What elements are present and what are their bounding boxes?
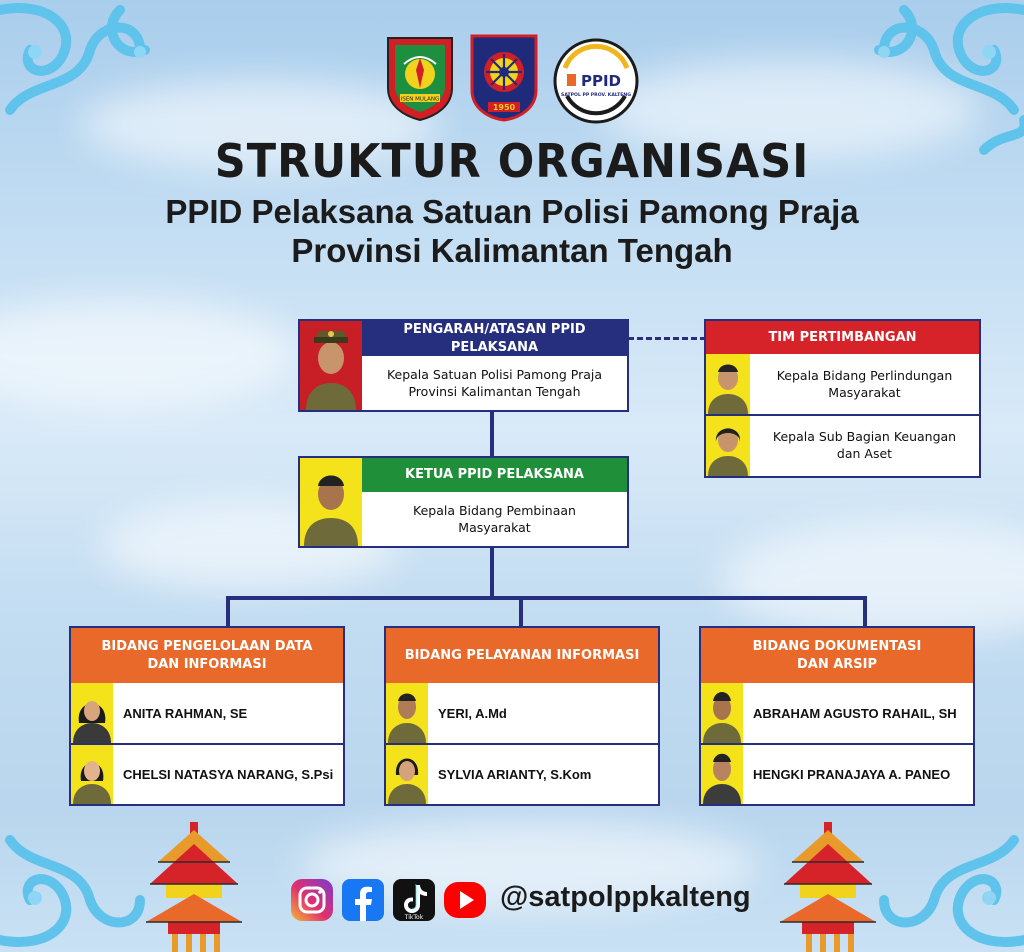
tim-member2-line1: Kepala Sub Bagian Keuangan: [772, 429, 957, 444]
connector-bidang-3: [863, 596, 867, 628]
kalteng-province-emblem: ISEN MULANG: [387, 37, 453, 122]
member-photo: [71, 683, 113, 743]
connector-bidang-2: [519, 596, 523, 628]
ketua-photo: [300, 458, 362, 546]
member-row: HENGKI PRANAJAYA A. PANEO: [701, 745, 973, 804]
officer-portrait-icon: [388, 693, 426, 743]
officer-portrait-icon: [703, 753, 741, 804]
member-photo: [386, 683, 428, 743]
pengarah-photo: [300, 321, 362, 410]
betang-tower-left: [146, 822, 242, 952]
pengarah-description-line2: Provinsi Kalimantan Tengah: [408, 384, 581, 399]
bidang-header-line1: BIDANG PENGELOLAAN DATA: [101, 638, 313, 654]
tiktok-icon[interactable]: TikTok: [392, 878, 436, 922]
member-photo: [701, 745, 743, 804]
tim-member-description: Kepala Sub Bagian Keuangan dan Aset: [750, 416, 979, 474]
bidang-header: BIDANG PENGELOLAAN DATA DAN INFORMASI: [71, 628, 343, 683]
bidang-header: BIDANG DOKUMENTASI DAN ARSIP: [701, 628, 973, 683]
dayak-ornament-top-right: [874, 3, 1024, 155]
tim-member-description: Kepala Bidang Perlindungan Masyarakat: [750, 354, 979, 414]
member-name: HENGKI PRANAJAYA A. PANEO: [753, 767, 951, 782]
member-row: CHELSI NATASYA NARANG, S.Psi: [71, 745, 343, 804]
member-photo: [71, 745, 113, 804]
tim-member-row: Kepala Bidang Perlindungan Masyarakat: [706, 354, 979, 416]
officer-portrait-icon: [73, 761, 111, 804]
tim-member-photo: [706, 354, 750, 414]
tim-member1-line2: Masyarakat: [828, 385, 901, 400]
emblem-banner-text: ISEN MULANG: [401, 97, 440, 103]
social-handle[interactable]: @satpolppkalteng: [500, 881, 751, 913]
officer-portrait-icon: [708, 428, 748, 476]
officer-portrait-icon: [304, 475, 358, 546]
cloud: [600, 60, 980, 160]
member-row: ANITA RAHMAN, SE: [71, 683, 343, 745]
tim-member2-line2: dan Aset: [836, 446, 893, 461]
bidang-header-line1: BIDANG DOKUMENTASI: [752, 638, 922, 654]
cloud: [0, 300, 300, 410]
ketua-description-line1: Kepala Bidang Pembinaan: [413, 503, 576, 518]
bidang-box-2: BIDANG PELAYANAN INFORMASI YERI, A.Md: [384, 626, 660, 806]
ppid-logo-subtext: SATPOL PP PROV. KALTENG: [561, 92, 631, 98]
member-row: YERI, A.Md: [386, 683, 658, 745]
betang-tower-right: [780, 822, 876, 952]
member-name: ANITA RAHMAN, SE: [123, 705, 248, 721]
officer-portrait-icon: [73, 701, 111, 743]
tim-member-row: Kepala Sub Bagian Keuangan dan Aset: [706, 416, 979, 476]
bidang-box-1: BIDANG PENGELOLAAN DATA DAN INFORMASI AN…: [69, 626, 345, 806]
cloud: [80, 80, 440, 170]
page-subtitle-line1: PPID Pelaksana Satuan Polisi Pamong Praj…: [165, 193, 859, 230]
member-row: ABRAHAM AGUSTO RAHAIL, SH: [701, 683, 973, 745]
tim-pertimbangan-header: TIM PERTIMBANGAN: [706, 321, 979, 354]
satpol-pp-emblem: 1950: [470, 34, 538, 122]
member-photo: [386, 745, 428, 804]
officer-portrait-icon: [703, 692, 741, 743]
bidang-header-line2: DAN INFORMASI: [147, 656, 267, 672]
officer-portrait-icon: [708, 364, 748, 414]
member-name: SYLVIA ARIANTY, S.Kom: [438, 767, 592, 782]
page-subtitle-line2: Provinsi Kalimantan Tengah: [291, 232, 733, 269]
pengarah-box: PENGARAH/ATASAN PPID PELAKSANA Kepala Sa…: [298, 319, 629, 412]
connector-ketua-bidang: [490, 546, 494, 598]
tim-pertimbangan-box: TIM PERTIMBANGAN Kepala Bidang Perlindun…: [704, 319, 981, 478]
connector-bidang-1: [226, 596, 230, 628]
member-name: CHELSI NATASYA NARANG, S.Psi: [123, 767, 334, 782]
bidang-box-3: BIDANG DOKUMENTASI DAN ARSIP ABRAHAM AGU…: [699, 626, 975, 806]
tim-member1-line1: Kepala Bidang Perlindungan: [776, 368, 953, 383]
ketua-box: KETUA PPID PELAKSANA Kepala Bidang Pembi…: [298, 456, 629, 548]
connector-tim-pertimbangan-dashed: [628, 337, 706, 340]
bidang-header-line2: DAN ARSIP: [796, 656, 878, 672]
member-row: SYLVIA ARIANTY, S.Kom: [386, 745, 658, 804]
connector-pengarah-ketua: [490, 410, 494, 458]
member-name: ABRAHAM AGUSTO RAHAIL, SH: [753, 705, 957, 721]
tiktok-label: TikTok: [404, 914, 424, 921]
officer-portrait-icon: [388, 758, 426, 804]
pengarah-description: Kepala Satuan Polisi Pamong Praja Provin…: [362, 356, 627, 410]
satpol-year-text: 1950: [493, 103, 516, 112]
member-name: YERI, A.Md: [438, 705, 507, 721]
dayak-ornament-bottom-left: [0, 835, 145, 947]
ketua-header: KETUA PPID PELAKSANA: [362, 458, 627, 492]
tim-member-photo: [706, 416, 750, 476]
facebook-icon[interactable]: [341, 878, 385, 922]
bidang-header-line1: BIDANG PELAYANAN INFORMASI: [404, 647, 640, 663]
page-title: STRUKTUR ORGANISASI: [214, 135, 810, 189]
member-photo: [701, 683, 743, 743]
dayak-ornament-bottom-right: [879, 835, 1024, 947]
dayak-ornament-top-left: [0, 3, 150, 115]
connector-horizontal-bidang: [226, 596, 867, 600]
bidang-header: BIDANG PELAYANAN INFORMASI: [386, 628, 658, 683]
ppid-logo-text: PPID: [581, 72, 621, 90]
ppid-logo: PPID SATPOL PP PROV. KALTENG: [553, 38, 639, 124]
pengarah-description-line1: Kepala Satuan Polisi Pamong Praja: [386, 367, 603, 382]
instagram-icon[interactable]: [290, 878, 334, 922]
cloud: [720, 520, 1024, 640]
pengarah-header: PENGARAH/ATASAN PPID PELAKSANA: [362, 321, 627, 356]
ketua-description-line2: Masyarakat: [458, 520, 531, 535]
ketua-description: Kepala Bidang Pembinaan Masyarakat: [362, 492, 627, 546]
officer-portrait-icon: [306, 331, 356, 410]
youtube-icon[interactable]: [443, 879, 487, 921]
